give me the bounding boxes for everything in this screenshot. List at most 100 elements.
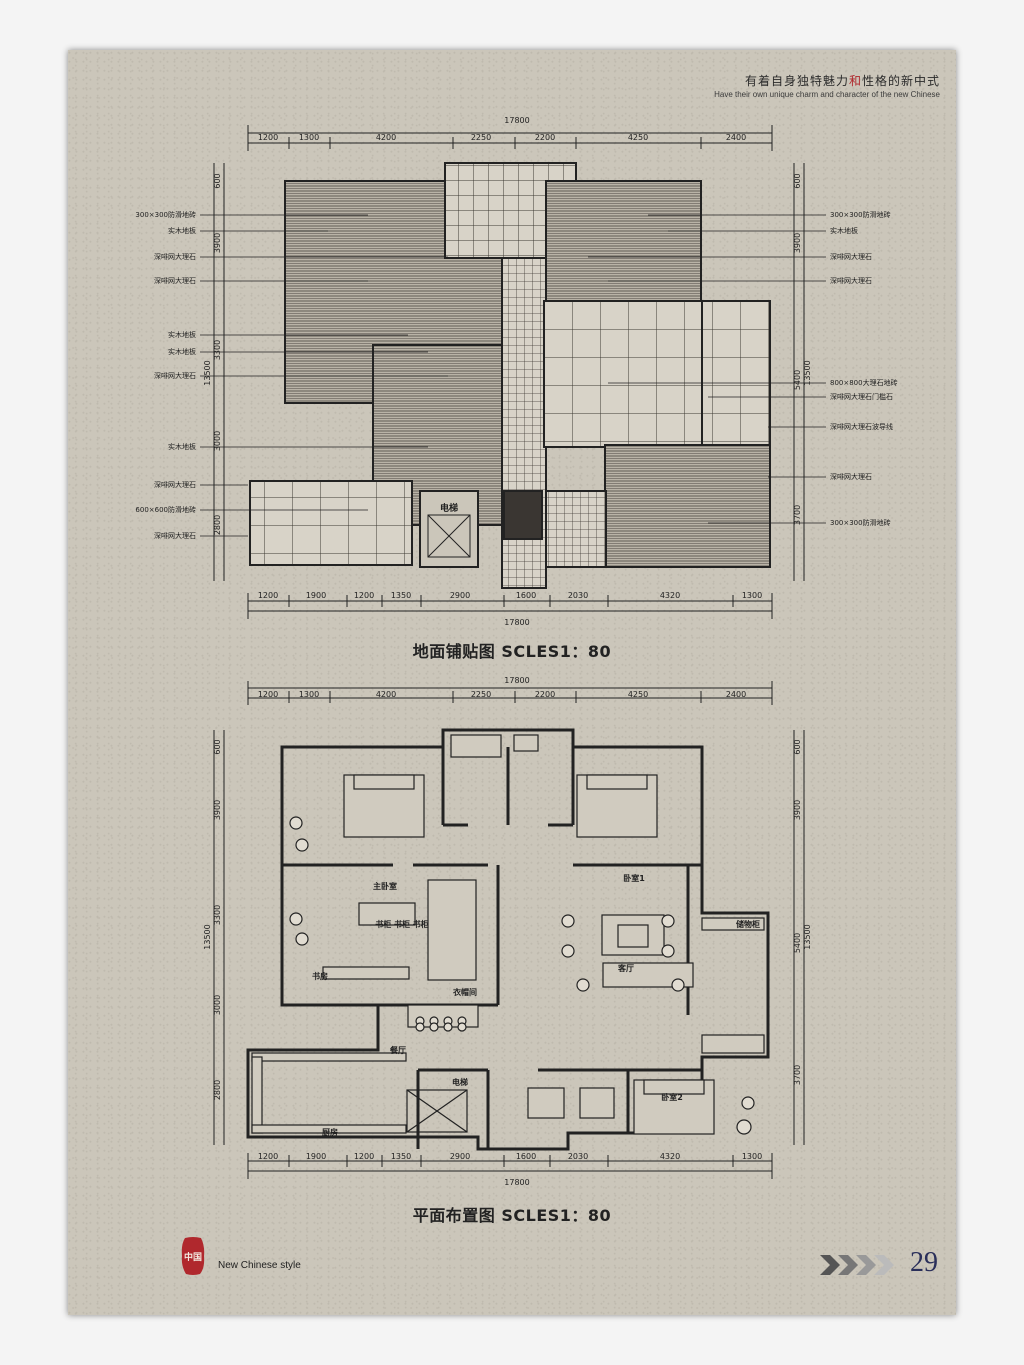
plan2-dim-bottom-5: 2900 — [450, 1152, 470, 1161]
plan1-left-label-6: 实木地板 — [168, 347, 196, 356]
dim-bottom-2: 1900 — [306, 591, 326, 600]
dim-bottom-8: 4320 — [660, 591, 680, 600]
dim-left-3: 3300 — [213, 340, 222, 360]
plan2-dim-left-3: 3300 — [213, 905, 222, 925]
header-slogan: 有着自身独特魅力和性格的新中式 Have their own unique ch… — [714, 72, 940, 99]
plan2-dim-total-bottom: 17800 — [504, 1178, 529, 1187]
plan2-dim-left-1: 600 — [213, 739, 222, 754]
plan2-dim-top-3: 4200 — [376, 690, 396, 699]
plan1-right-label-5: 800×800大理石地砖 — [830, 378, 898, 387]
plan1-right-label-6: 深啡网大理石门槛石 — [830, 392, 893, 401]
dim-right-4: 3700 — [793, 505, 802, 525]
dim-bottom-1: 1200 — [258, 591, 278, 600]
plan2-dim-right-3: 5400 — [793, 933, 802, 953]
plan1-right-label-1: 300×300防滑地砖 — [830, 210, 891, 219]
brand-text: New Chinese style — [218, 1260, 301, 1271]
room-label-elevator: 电梯 — [452, 1077, 468, 1087]
plan2-dim-top-1: 1200 — [258, 690, 278, 699]
plan2-dim-bottom-4: 1350 — [391, 1152, 411, 1161]
dim-bottom-5: 2900 — [450, 591, 470, 600]
brochure-page: 有着自身独特魅力和性格的新中式 Have their own unique ch… — [68, 50, 956, 1315]
plan1-right-label-2: 实木地板 — [830, 226, 858, 235]
plan2-dim-right-1: 600 — [793, 739, 802, 754]
plan2-dim-left-total: 13500 — [203, 924, 212, 949]
floor-tiling-plan: 17800 1200 1300 4200 2250 2200 4250 2400… — [135, 116, 898, 627]
plan1-right-label-9: 300×300防滑地砖 — [830, 518, 891, 527]
dim-left-5: 2800 — [213, 515, 222, 535]
dim-left-2: 3900 — [213, 233, 222, 253]
seal-logo-icon: 中国 — [181, 1237, 205, 1275]
dim-right-2: 3900 — [793, 233, 802, 253]
dim-right-total: 13500 — [803, 360, 812, 385]
plan2-dim-bottom-8: 4320 — [660, 1152, 680, 1161]
dim-bottom-3: 1200 — [354, 591, 374, 600]
plan1-left-label-9: 深啡网大理石 — [154, 480, 196, 489]
slogan-en: Have their own unique charm and characte… — [714, 90, 940, 99]
plan2-dim-top-6: 4250 — [628, 690, 648, 699]
plan1-left-label-11: 深啡网大理石 — [154, 531, 196, 540]
room-label-bookshelf: 书柜 书柜 书柜 — [375, 919, 429, 929]
plan2-dim-bottom-3: 1200 — [354, 1152, 374, 1161]
room-label-bedroom1: 卧室1 — [623, 873, 645, 883]
dim-top-5: 2200 — [535, 133, 555, 142]
plan2-dim-top-5: 2200 — [535, 690, 555, 699]
plan1-right-label-3: 深啡网大理石 — [830, 252, 872, 261]
room-label-study: 书房 — [312, 971, 328, 981]
plan2-dim-top-7: 2400 — [726, 690, 746, 699]
plan1-right-label-8: 深啡网大理石 — [830, 472, 872, 481]
dim-left-1: 600 — [213, 173, 222, 188]
plan2-dim-bottom-6: 1600 — [516, 1152, 536, 1161]
room-label-dining: 餐厅 — [389, 1045, 406, 1055]
dim-top-1: 1200 — [258, 133, 278, 142]
plan2-dim-bottom-1: 1200 — [258, 1152, 278, 1161]
dim-top-2: 1300 — [299, 133, 319, 142]
room-label-master-bedroom: 主卧室 — [373, 881, 397, 891]
dim-left-4: 3000 — [213, 431, 222, 451]
plan2-dim-left-2: 3900 — [213, 800, 222, 820]
room-label-kitchen: 厨房 — [322, 1127, 338, 1137]
dim-bottom-7: 2030 — [568, 591, 588, 600]
plan2-dim-left-5: 2800 — [213, 1080, 222, 1100]
plan2-dim-bottom-7: 2030 — [568, 1152, 588, 1161]
seal-text: 中国 — [184, 1251, 202, 1263]
dim-top-4: 2250 — [471, 133, 491, 142]
plan1-left-label-2: 实木地板 — [168, 226, 196, 235]
plan2-dim-top-4: 2250 — [471, 690, 491, 699]
plan1-left-label-10: 600×600防滑地砖 — [135, 505, 196, 514]
plan1-right-label-4: 深啡网大理石 — [830, 276, 872, 285]
dim-bottom-9: 1300 — [742, 591, 762, 600]
plan2-dim-right-4: 3700 — [793, 1065, 802, 1085]
plan1-left-label-4: 深啡网大理石 — [154, 276, 196, 285]
plan1-left-label-8: 实木地板 — [168, 442, 196, 451]
plan1-elevator-label: 电梯 — [440, 502, 458, 514]
plan2-dim-total-top: 17800 — [504, 676, 529, 685]
plan1-caption: 地面铺贴图 SCLES1：80 — [412, 642, 612, 661]
plan1-right-label-7: 深啡网大理石波导线 — [830, 422, 893, 431]
plan2-dim-right-2: 3900 — [793, 800, 802, 820]
dim-bottom-6: 1600 — [516, 591, 536, 600]
plan2-dim-top-2: 1300 — [299, 690, 319, 699]
dim-top-7: 2400 — [726, 133, 746, 142]
dim-left-total: 13500 — [203, 360, 212, 385]
dim-total-bottom: 17800 — [504, 618, 529, 627]
plan2-dim-right-total: 13500 — [803, 924, 812, 949]
furniture-layout-plan: 17800 1200 1300 4200 2250 2200 4250 2400… — [203, 676, 812, 1187]
plan2-dim-left-4: 3000 — [213, 995, 222, 1015]
dim-total-top: 17800 — [504, 116, 529, 125]
dim-right-3: 5400 — [793, 370, 802, 390]
plan1-left-label-3: 深啡网大理石 — [154, 252, 196, 261]
room-label-living: 客厅 — [617, 963, 634, 973]
page-number: 29 — [910, 1247, 938, 1278]
dim-right-1: 600 — [793, 173, 802, 188]
dim-bottom-4: 1350 — [391, 591, 411, 600]
plan2-dim-bottom-2: 1900 — [306, 1152, 326, 1161]
slogan-cn: 有着自身独特魅力和性格的新中式 — [744, 74, 940, 88]
dim-top-3: 4200 — [376, 133, 396, 142]
plan1-left-label-1: 300×300防滑地砖 — [135, 210, 196, 219]
dim-top-6: 4250 — [628, 133, 648, 142]
plan2-caption: 平面布置图 SCLES1：80 — [412, 1206, 612, 1225]
plan1-left-label-7: 深啡网大理石 — [154, 371, 196, 380]
plan1-left-label-5: 实木地板 — [168, 330, 196, 339]
room-label-cloakroom: 衣帽间 — [453, 987, 477, 997]
room-label-bedroom2: 卧室2 — [661, 1092, 683, 1102]
